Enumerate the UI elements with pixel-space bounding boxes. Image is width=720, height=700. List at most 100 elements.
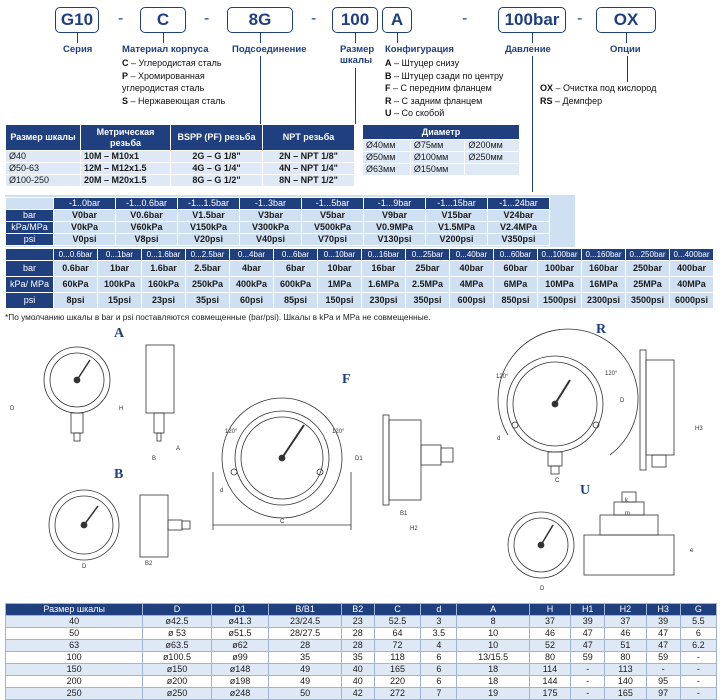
dimension-cell: 72 bbox=[373, 639, 422, 652]
dimension-header: Размер шкалы bbox=[4, 603, 144, 616]
dimension-cell: 37 bbox=[528, 615, 572, 628]
thread-header: Метрическая резьба bbox=[80, 124, 171, 151]
range-code: 60kPa bbox=[53, 276, 98, 293]
range-code: 60bar bbox=[493, 260, 538, 277]
dimension-cell: ø250 bbox=[142, 687, 212, 700]
dimension-cell: - bbox=[679, 651, 718, 664]
range-code: V60kPa bbox=[115, 221, 178, 234]
dimension-cell: ø200 bbox=[142, 675, 212, 688]
dimension-cell: 28/27.5 bbox=[268, 627, 342, 640]
dimension-cell: 150 bbox=[4, 663, 144, 676]
code-connection-box: 8G bbox=[227, 7, 293, 33]
code-series: G10 bbox=[60, 10, 94, 29]
dimension-cell: 165 bbox=[373, 663, 422, 676]
range-header: -1..3bar bbox=[239, 197, 302, 210]
unit-label: kPa/MPa bbox=[5, 221, 54, 234]
range-code: V0.6bar bbox=[115, 209, 178, 222]
code-size: 100 bbox=[340, 10, 370, 29]
config-list: A – Штуцер снизу B – Штуцер сзади по цен… bbox=[385, 57, 535, 120]
range-code: 16bar bbox=[361, 260, 406, 277]
dimension-cell: 6.2 bbox=[679, 639, 718, 652]
dimension-cell: 28 bbox=[268, 639, 342, 652]
dimension-cell: 6 bbox=[420, 675, 458, 688]
dimension-header: H bbox=[528, 603, 572, 616]
range-code: 100bar bbox=[537, 260, 582, 277]
range-code: V3bar bbox=[239, 209, 302, 222]
label-H2: H2 bbox=[410, 526, 418, 532]
dimension-cell: 50 bbox=[268, 687, 342, 700]
range-code: 23psi bbox=[141, 292, 186, 309]
dimension-cell: 52 bbox=[528, 639, 572, 652]
section-U: U bbox=[580, 483, 591, 498]
label-series: Серия bbox=[63, 44, 93, 55]
dimension-header: D1 bbox=[210, 603, 270, 616]
material-item: P – Хромированная углеродистая сталь bbox=[122, 70, 205, 94]
dimension-cell: 49 bbox=[268, 663, 342, 676]
label-D: D bbox=[540, 586, 545, 592]
dimension-cell: 23/24.5 bbox=[268, 615, 342, 628]
code-series-box: G10 bbox=[55, 7, 99, 33]
range-code: 6MPa bbox=[493, 276, 538, 293]
label-d: d bbox=[220, 488, 223, 494]
dimension-cell: 35 bbox=[340, 651, 375, 664]
range-code: V1.5bar bbox=[177, 209, 240, 222]
range-code: 2.5bar bbox=[185, 260, 230, 277]
dimension-cell: 52.5 bbox=[373, 615, 422, 628]
dimension-cell: 113 bbox=[604, 663, 647, 676]
dimension-header: H2 bbox=[604, 603, 647, 616]
range-code: V350psi bbox=[487, 233, 550, 246]
range-code: 6bar bbox=[273, 260, 318, 277]
dimension-cell: 18 bbox=[456, 675, 530, 688]
dimension-cell: 59 bbox=[570, 651, 606, 664]
range-code: V40psi bbox=[239, 233, 302, 246]
range-header: 0...25bar bbox=[405, 248, 450, 261]
dimension-header: D bbox=[142, 603, 212, 616]
label-D: D bbox=[620, 398, 625, 404]
range-code: V24bar bbox=[487, 209, 550, 222]
vacuum-table: -1..0bar-1...0.6bar-1...1.5bar-1..3bar-1… bbox=[5, 197, 550, 246]
dimension-cell: ø100.5 bbox=[142, 651, 212, 664]
material-item: S – Нержавеющая сталь bbox=[122, 95, 226, 106]
dimension-cell: 118 bbox=[373, 651, 422, 664]
range-code: V2.4MPa bbox=[487, 221, 550, 234]
dimension-cell: ø198 bbox=[210, 675, 270, 688]
range-code: 100kPa bbox=[97, 276, 142, 293]
dimension-header: G bbox=[679, 603, 718, 616]
label-size: Размер шкалы bbox=[340, 44, 375, 66]
dimension-cell: 7 bbox=[420, 687, 458, 700]
code-options: OX bbox=[613, 10, 639, 29]
dimension-header: d bbox=[420, 603, 458, 616]
range-code: 3500psi bbox=[625, 292, 670, 309]
range-code: 230psi bbox=[361, 292, 406, 309]
range-code: V8psi bbox=[115, 233, 178, 246]
range-code: 25MPa bbox=[625, 276, 670, 293]
range-code: V0kPa bbox=[53, 221, 116, 234]
range-code: 6000psi bbox=[669, 292, 714, 309]
range-code: V200psi bbox=[425, 233, 488, 246]
code-pressure-box: 100bar bbox=[498, 7, 566, 33]
config-item: A – Штуцер снизу bbox=[385, 58, 460, 68]
config-item: R – С задним фланцем bbox=[385, 95, 483, 106]
label-d: d bbox=[497, 436, 500, 442]
range-code: 1500psi bbox=[537, 292, 582, 309]
dimension-cell: 49 bbox=[268, 675, 342, 688]
dimension-cell: - bbox=[679, 663, 718, 676]
range-code: V20psi bbox=[177, 233, 240, 246]
range-code: V0bar bbox=[53, 209, 116, 222]
dimension-cell: - bbox=[679, 687, 718, 700]
range-code: V500kPa bbox=[301, 221, 364, 234]
label-options: Опции bbox=[610, 44, 641, 55]
range-code: V150kPa bbox=[177, 221, 240, 234]
dimension-cell: 10 bbox=[456, 627, 530, 640]
dimension-cell: 10 bbox=[456, 639, 530, 652]
table-row: -1..0bar-1...0.6bar-1...1.5bar-1..3bar-1… bbox=[5, 197, 550, 210]
